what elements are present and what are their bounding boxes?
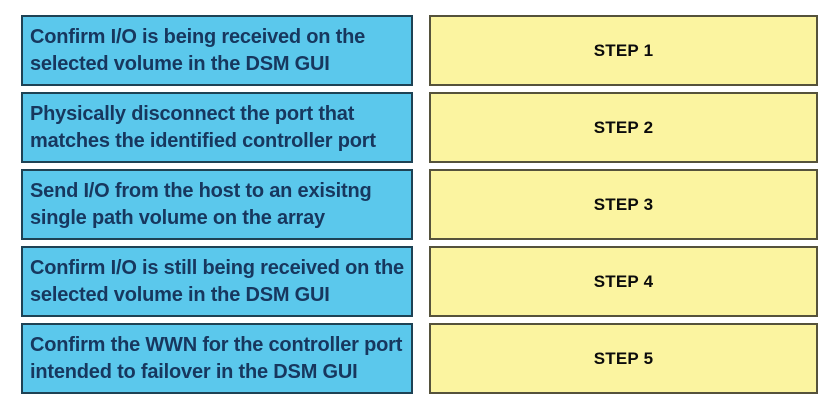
matching-question-board: Confirm I/O is being received on the sel… bbox=[21, 15, 818, 394]
task-text-4: Confirm I/O is still being received on t… bbox=[30, 256, 404, 306]
matching-row-5: Confirm the WWN for the controller port … bbox=[21, 323, 818, 394]
matching-row-2: Physically disconnect the port that matc… bbox=[21, 92, 818, 163]
task-text-2: Physically disconnect the port that matc… bbox=[30, 102, 376, 152]
step-label-3: STEP 3 bbox=[593, 194, 654, 214]
matching-row-3: Send I/O from the host to an exisitng si… bbox=[21, 169, 818, 240]
task-box-5[interactable]: Confirm the WWN for the controller port … bbox=[21, 323, 413, 394]
task-box-1[interactable]: Confirm I/O is being received on the sel… bbox=[21, 15, 413, 86]
matching-row-1: Confirm I/O is being received on the sel… bbox=[21, 15, 818, 86]
task-text-1: Confirm I/O is being received on the sel… bbox=[30, 25, 366, 75]
task-text-5: Confirm the WWN for the controller port … bbox=[30, 333, 403, 383]
step-slot-1[interactable]: STEP 1 bbox=[429, 15, 818, 86]
task-box-2[interactable]: Physically disconnect the port that matc… bbox=[21, 92, 413, 163]
task-box-3[interactable]: Send I/O from the host to an exisitng si… bbox=[21, 169, 413, 240]
task-box-4[interactable]: Confirm I/O is still being received on t… bbox=[21, 246, 413, 317]
step-slot-5[interactable]: STEP 5 bbox=[429, 323, 818, 394]
step-label-4: STEP 4 bbox=[593, 271, 654, 291]
step-slot-4[interactable]: STEP 4 bbox=[429, 246, 818, 317]
step-label-5: STEP 5 bbox=[593, 348, 654, 368]
matching-row-4: Confirm I/O is still being received on t… bbox=[21, 246, 818, 317]
step-label-2: STEP 2 bbox=[593, 117, 654, 137]
step-label-1: STEP 1 bbox=[593, 40, 654, 60]
task-text-3: Send I/O from the host to an exisitng si… bbox=[30, 179, 372, 229]
step-slot-3[interactable]: STEP 3 bbox=[429, 169, 818, 240]
step-slot-2[interactable]: STEP 2 bbox=[429, 92, 818, 163]
